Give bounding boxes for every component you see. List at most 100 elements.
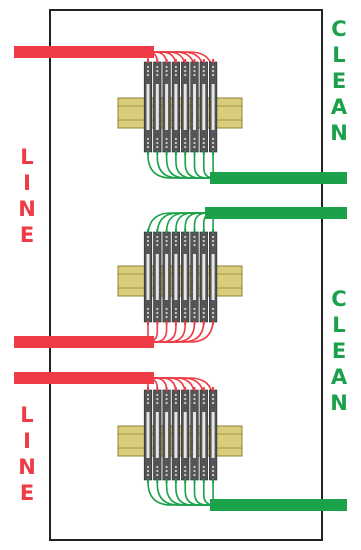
terminal-label-strip xyxy=(202,412,206,458)
wire-tip xyxy=(165,321,168,325)
terminal-screw xyxy=(174,465,177,469)
terminal-screw xyxy=(202,315,205,319)
wire-tip xyxy=(212,59,215,63)
terminal-screw xyxy=(165,311,168,315)
terminal-screw xyxy=(146,69,150,73)
wire-tip xyxy=(174,229,177,233)
wire-tip xyxy=(184,229,187,233)
terminal-screw xyxy=(184,393,187,397)
terminal-screw xyxy=(146,239,150,243)
terminal-screw xyxy=(156,397,159,401)
terminal-block xyxy=(209,387,218,483)
terminal-screw xyxy=(184,473,187,477)
terminal-screw xyxy=(193,239,196,243)
terminal-screw xyxy=(202,73,205,77)
wire-tip xyxy=(174,479,177,483)
terminal-screw xyxy=(202,145,205,149)
terminal-screw xyxy=(202,141,205,145)
wire-tip xyxy=(184,387,187,391)
terminal-screw xyxy=(156,73,159,77)
terminal-screw xyxy=(165,315,168,319)
terminal-screw xyxy=(174,393,177,397)
terminal-unit xyxy=(14,372,347,511)
terminal-block xyxy=(181,59,190,155)
terminal-screw xyxy=(193,465,196,469)
terminal-block xyxy=(181,229,190,325)
terminal-screw xyxy=(193,141,196,145)
terminal-screw xyxy=(212,473,215,477)
terminal-screw xyxy=(193,393,196,397)
terminal-screw xyxy=(156,69,159,73)
wire-tip xyxy=(202,229,205,233)
terminal-screw xyxy=(156,307,159,311)
fan-wire xyxy=(165,150,215,179)
terminal-screw xyxy=(193,401,196,405)
terminal-screw xyxy=(212,239,215,243)
terminal-screw xyxy=(202,393,205,397)
wire-tip xyxy=(165,59,168,63)
terminal-screw xyxy=(184,315,187,319)
terminal-screw xyxy=(174,315,177,319)
wire-tip xyxy=(202,59,205,63)
terminal-block xyxy=(162,387,171,483)
terminal-screw xyxy=(156,469,159,473)
wire-tip xyxy=(212,321,215,325)
terminal-block xyxy=(171,387,181,483)
wire-tip xyxy=(147,229,149,233)
terminal-screw xyxy=(156,393,159,397)
terminal-screw xyxy=(212,145,215,149)
terminal-screw xyxy=(146,397,150,401)
terminal-screw xyxy=(165,235,168,239)
terminal-label-strip xyxy=(146,254,150,300)
terminal-label-strip xyxy=(202,84,206,130)
terminal-screw xyxy=(202,239,205,243)
terminal-screw xyxy=(184,235,187,239)
terminal-screw xyxy=(184,239,187,243)
terminal-screw xyxy=(156,235,159,239)
wire-tip xyxy=(212,151,215,155)
terminal-label-strip xyxy=(146,84,150,130)
wire-tip xyxy=(193,479,196,483)
terminal-screw xyxy=(184,65,187,69)
terminal-screw xyxy=(202,307,205,311)
terminal-label-strip xyxy=(155,254,159,300)
terminal-screw xyxy=(156,311,159,315)
clean-trunk xyxy=(210,172,347,184)
terminal-label-strip xyxy=(155,412,159,458)
terminal-screw xyxy=(165,65,168,69)
wire-tip xyxy=(147,151,149,155)
terminal-screw xyxy=(174,69,177,73)
wire-tip xyxy=(193,59,196,63)
terminal-screw xyxy=(165,307,168,311)
wire-tip xyxy=(202,479,205,483)
terminal-screw xyxy=(165,397,168,401)
terminal-screw xyxy=(193,145,196,149)
line-trunk xyxy=(14,372,154,384)
terminal-label-strip xyxy=(193,412,196,458)
terminal-screw xyxy=(184,137,187,141)
terminal-screw xyxy=(212,401,215,405)
terminal-units xyxy=(14,46,347,511)
wire-tip xyxy=(184,479,187,483)
wire-tip xyxy=(165,479,168,483)
wire-tip xyxy=(202,387,205,391)
wire-tip xyxy=(165,229,168,233)
wire-tip xyxy=(212,479,215,483)
terminal-screw xyxy=(174,401,177,405)
terminal-screw xyxy=(174,65,177,69)
enclosure-panel xyxy=(49,9,323,541)
wire-tip xyxy=(193,151,196,155)
terminal-screw xyxy=(156,145,159,149)
terminal-screw xyxy=(193,473,196,477)
terminal-screw xyxy=(174,473,177,477)
terminal-unit xyxy=(14,207,347,348)
wire-tip xyxy=(156,229,159,233)
terminal-block xyxy=(143,59,153,155)
terminal-screw xyxy=(174,469,177,473)
terminal-block xyxy=(143,387,153,483)
fan-wire xyxy=(175,478,215,506)
terminal-screw xyxy=(165,73,168,77)
terminal-screw xyxy=(193,235,196,239)
